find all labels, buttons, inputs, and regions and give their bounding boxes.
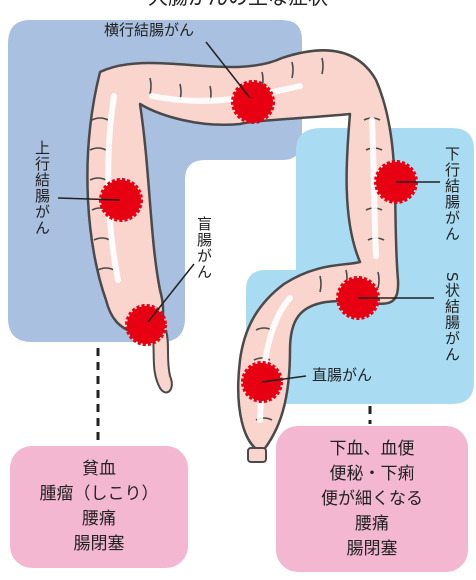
label-sigmoid: S状結腸がん — [444, 272, 459, 363]
label-transverse: 横行結腸がん — [104, 22, 194, 39]
symptom-item: 腰痛 — [10, 507, 188, 532]
symptom-item: 下血、血便 — [276, 437, 468, 462]
rectum-end — [248, 448, 266, 462]
header-text: 大腸がんの主な症状 — [148, 0, 328, 9]
symptoms-right-box: 貧血 腫瘤（しこり） 腰痛 腸閉塞 — [10, 446, 188, 568]
label-rectum: 直腸がん — [312, 367, 372, 384]
symptoms-left-box: 下血、血便 便秘・下痢 便が細くなる 腰痛 腸閉塞 — [276, 426, 468, 572]
symptom-item: 便秘・下痢 — [276, 462, 468, 487]
symptom-item: 腸閉塞 — [10, 532, 188, 557]
symptom-item: 腫瘤（しこり） — [10, 482, 188, 507]
tumor-cecum — [127, 306, 165, 344]
tumor-transverse — [233, 82, 273, 122]
symptom-item: 貧血 — [10, 457, 188, 482]
symptom-item: 腰痛 — [276, 512, 468, 537]
label-descending: 下行結腸がん — [444, 146, 459, 242]
label-cecum: 盲腸がん — [196, 216, 211, 280]
symptom-item: 腸閉塞 — [276, 537, 468, 562]
label-ascending: 上行結腸がん — [34, 140, 49, 236]
symptom-item: 便が細くなる — [276, 487, 468, 512]
